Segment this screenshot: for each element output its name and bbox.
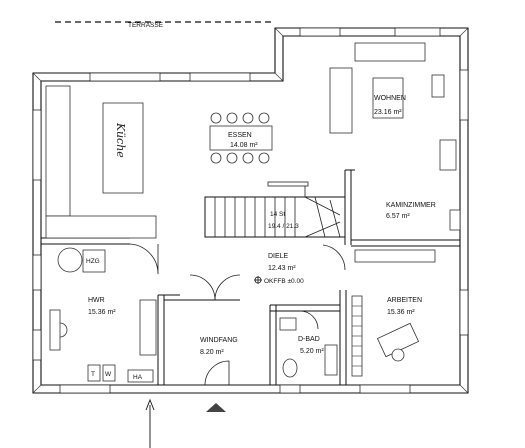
room-area-diele: 12.43 m² (268, 265, 296, 272)
room-area-arbeiten: 15.36 m² (387, 309, 415, 316)
room-name-arbeiten: ARBEITEN (387, 297, 422, 304)
stair-steps: 14 St (270, 211, 285, 218)
stair-ratio: 19.4 / 21.3 (268, 223, 299, 230)
kitchen-script: Küche (114, 122, 127, 158)
kitchen-counters (45, 85, 157, 239)
fireplace (449, 209, 461, 231)
bath-fixtures (279, 317, 338, 378)
dining-table (209, 112, 273, 164)
wall-hatching (32, 27, 469, 394)
room-area-essen: 14.08 m² (230, 142, 258, 149)
room-area-hwr: 15.36 m² (88, 309, 116, 316)
level-marker (254, 276, 262, 284)
entrance-arrow (145, 398, 155, 448)
room-area-kaminzimmer: 6.57 m² (386, 213, 410, 220)
hzg-label: HZG (86, 258, 100, 265)
w-label: W (105, 371, 112, 378)
ha-label: HA (133, 374, 143, 381)
north-marker (206, 403, 226, 412)
room-area-wohnen: 23.16 m² (374, 109, 402, 116)
room-name-windfang: WINDFANG (200, 337, 238, 344)
windows (32, 27, 469, 394)
living-furniture (329, 42, 457, 171)
floor-level: OKFFB ±0.00 (264, 278, 304, 285)
hwr-fixtures (49, 247, 157, 383)
room-name-essen: ESSEN (228, 132, 252, 139)
room-name-wohnen: WOHNEN (374, 95, 406, 102)
terrace-label: TERRASSE (128, 22, 164, 29)
room-name-dbad: D-BAD (298, 336, 320, 343)
room-name-hwr: HWR (88, 297, 105, 304)
room-name-diele: DIELE (268, 253, 289, 260)
room-name-kaminzimmer: KAMINZIMMER (386, 202, 436, 209)
room-area-dbad: 5.20 m² (300, 348, 324, 355)
door-swings (129, 243, 346, 386)
bookshelf-lines (352, 305, 362, 367)
staircase (214, 181, 341, 238)
room-area-windfang: 8.20 m² (200, 349, 224, 356)
t-label: T (91, 371, 95, 378)
